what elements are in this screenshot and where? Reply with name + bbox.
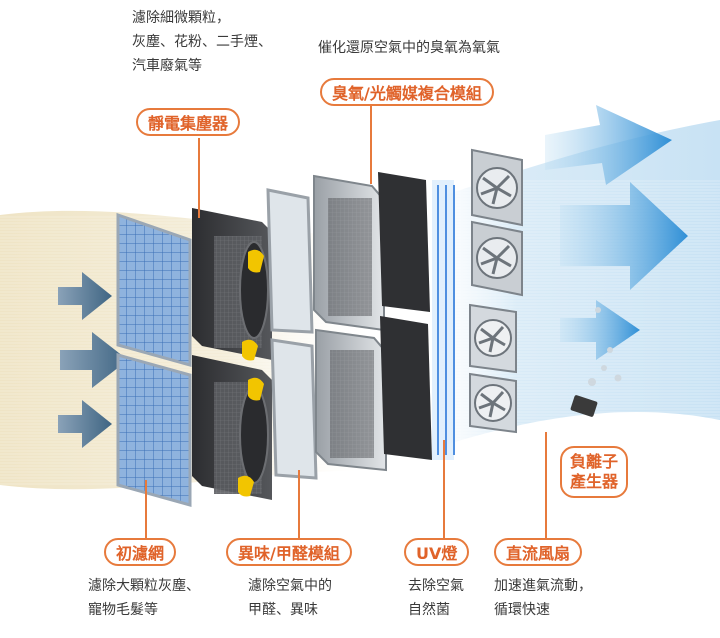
pre-filter-desc-line-1: 濾除大顆粒灰塵、 xyxy=(88,578,200,594)
uv-lamp-label: UV燈 xyxy=(404,538,470,566)
ozone-photocatalyst-module xyxy=(313,172,432,472)
odor-formaldehyde-label: 異味/甲醛模組 xyxy=(226,538,352,566)
negative-ion-label-line-2: 產生器 xyxy=(570,472,619,491)
negative-ion-label: 負離子 產生器 xyxy=(560,446,629,498)
electrostatic-desc-line-3: 汽車廢氣等 xyxy=(132,58,202,74)
electrostatic-desc-line-2: 灰塵、花粉、二手煙、 xyxy=(132,34,272,50)
odor-desc-line-2: 甲醛、異味 xyxy=(248,602,318,618)
fan-desc-line-1: 加速進氣流動， xyxy=(494,578,592,594)
odor-desc-line-1: 濾除空氣中的 xyxy=(248,578,332,594)
leader-line-fan xyxy=(545,432,547,538)
pre-filter-desc-line-2: 寵物毛髮等 xyxy=(88,602,158,618)
leader-line-uv xyxy=(443,440,445,538)
uv-lamp xyxy=(432,180,455,460)
dc-fan xyxy=(469,148,523,434)
uv-desc-line-2: 自然菌 xyxy=(408,602,450,618)
fan-desc-line-2: 循環快速 xyxy=(494,602,550,618)
leader-line-ozone xyxy=(370,106,372,184)
leader-line-odor xyxy=(298,470,300,538)
leader-line-pre-filter xyxy=(145,480,147,538)
negative-ion-label-line-1: 負離子 xyxy=(570,452,619,471)
ozone-desc: 催化還原空氣中的臭氧為氧氣 xyxy=(318,40,500,56)
negative-ion-generator xyxy=(570,307,622,417)
uv-desc-line-1: 去除空氣 xyxy=(408,578,464,594)
outflow-arrows xyxy=(545,105,688,360)
electrostatic-collector xyxy=(192,208,272,500)
dc-fan-label: 直流風扇 xyxy=(494,538,583,566)
electrostatic-desc-line-1: 濾除細微顆粒， xyxy=(132,10,230,26)
leader-line-electrostatic xyxy=(198,138,200,218)
inflow-arrows xyxy=(58,272,128,448)
pre-filter-label: 初濾網 xyxy=(104,538,177,566)
pre-filter xyxy=(116,212,192,507)
ozone-photocatalyst-label: 臭氧/光觸媒複合模組 xyxy=(320,78,494,106)
odor-formaldehyde-module xyxy=(266,188,318,480)
electrostatic-label: 靜電集塵器 xyxy=(136,108,241,136)
